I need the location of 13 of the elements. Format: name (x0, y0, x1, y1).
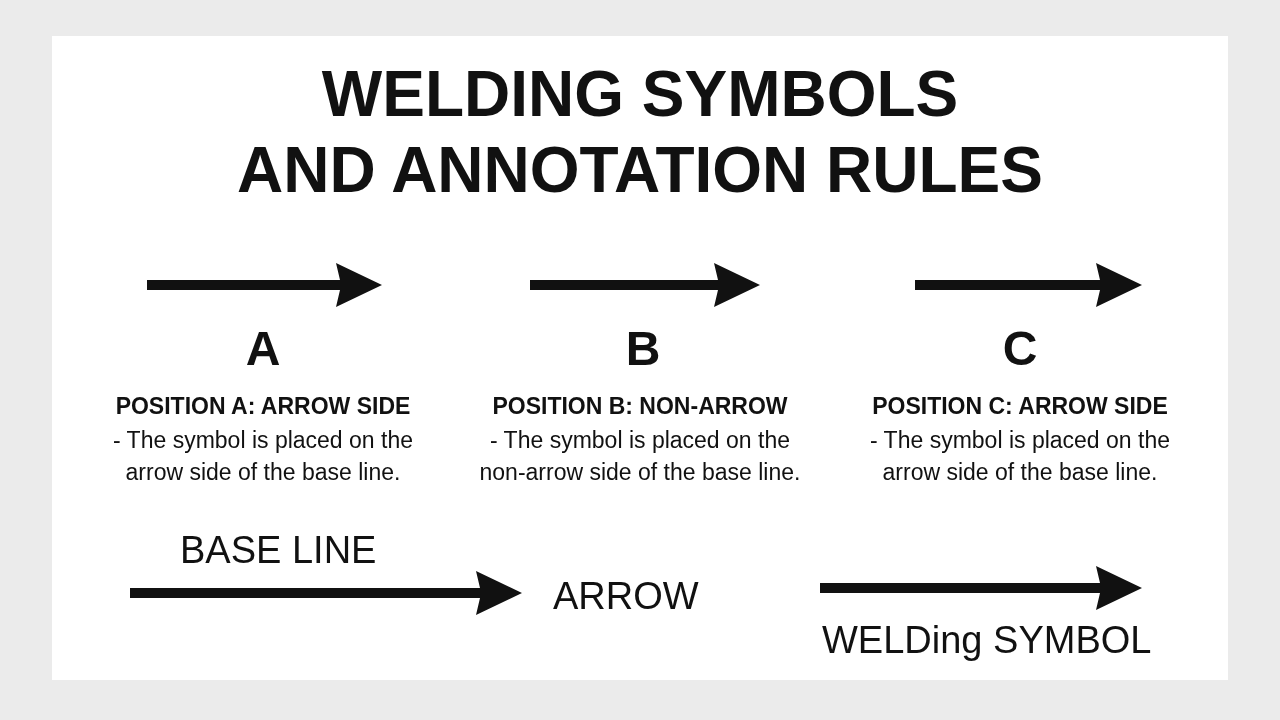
position-heading: POSITION A: ARROW SIDE (114, 392, 412, 420)
position-description: - The symbol is placed on the arrow side of the base line. (869, 426, 1171, 487)
welding-symbol-label: WELDing SYMBOL (822, 620, 1152, 660)
position-heading: POSITION C: ARROW SIDE (871, 392, 1169, 420)
position-letter: A (244, 322, 282, 376)
position-description: - The symbol is placed on the non-arrow side of the base line. (478, 426, 802, 487)
position-heading: POSITION B: NON-ARROW (491, 392, 789, 420)
arrow-label: ARROW (553, 576, 699, 616)
position-description: - The symbol is placed on the arrow side of the base line. (112, 426, 414, 487)
title: WELDING SYMBOLS AND ANNOTATION RULES (236, 57, 1044, 208)
base-line-label: BASE LINE (180, 530, 377, 570)
position-letter: C (1001, 322, 1039, 376)
position-letter: B (624, 322, 662, 376)
